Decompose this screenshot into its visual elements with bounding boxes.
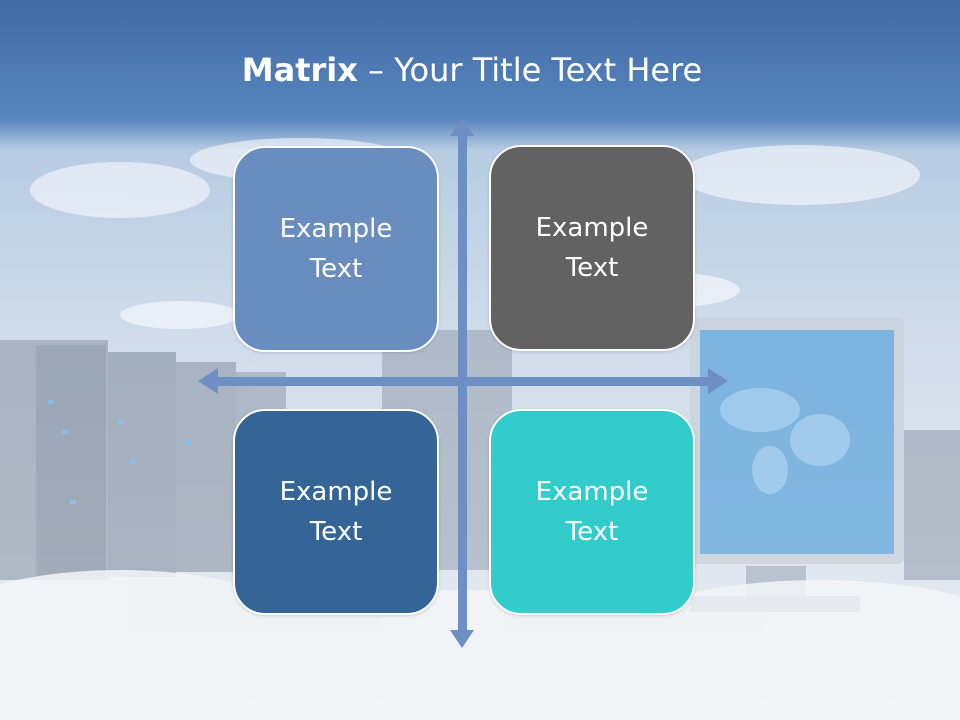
title-rest: – Your Title Text Here [357, 51, 703, 89]
quadrant-top-left[interactable]: Example Text [233, 146, 439, 352]
quadrant-top-right[interactable]: Example Text [489, 145, 695, 351]
horizontal-axis [214, 377, 714, 386]
quadrant-bottom-left[interactable]: Example Text [233, 409, 439, 615]
right-arrowhead [708, 368, 728, 394]
quadrant-bottom-right[interactable]: Example Text [489, 409, 695, 615]
up-arrowhead [450, 118, 474, 136]
quadrant-label: Example Text [535, 477, 649, 547]
down-arrowhead [450, 630, 474, 648]
quadrant-label: Example Text [279, 477, 393, 547]
quadrant-label: Example Text [279, 214, 393, 284]
slide-title: Matrix – Your Title Text Here [0, 46, 944, 94]
left-arrowhead [198, 368, 218, 394]
title-bold: Matrix [241, 51, 358, 89]
quadrant-label: Example Text [535, 213, 649, 283]
